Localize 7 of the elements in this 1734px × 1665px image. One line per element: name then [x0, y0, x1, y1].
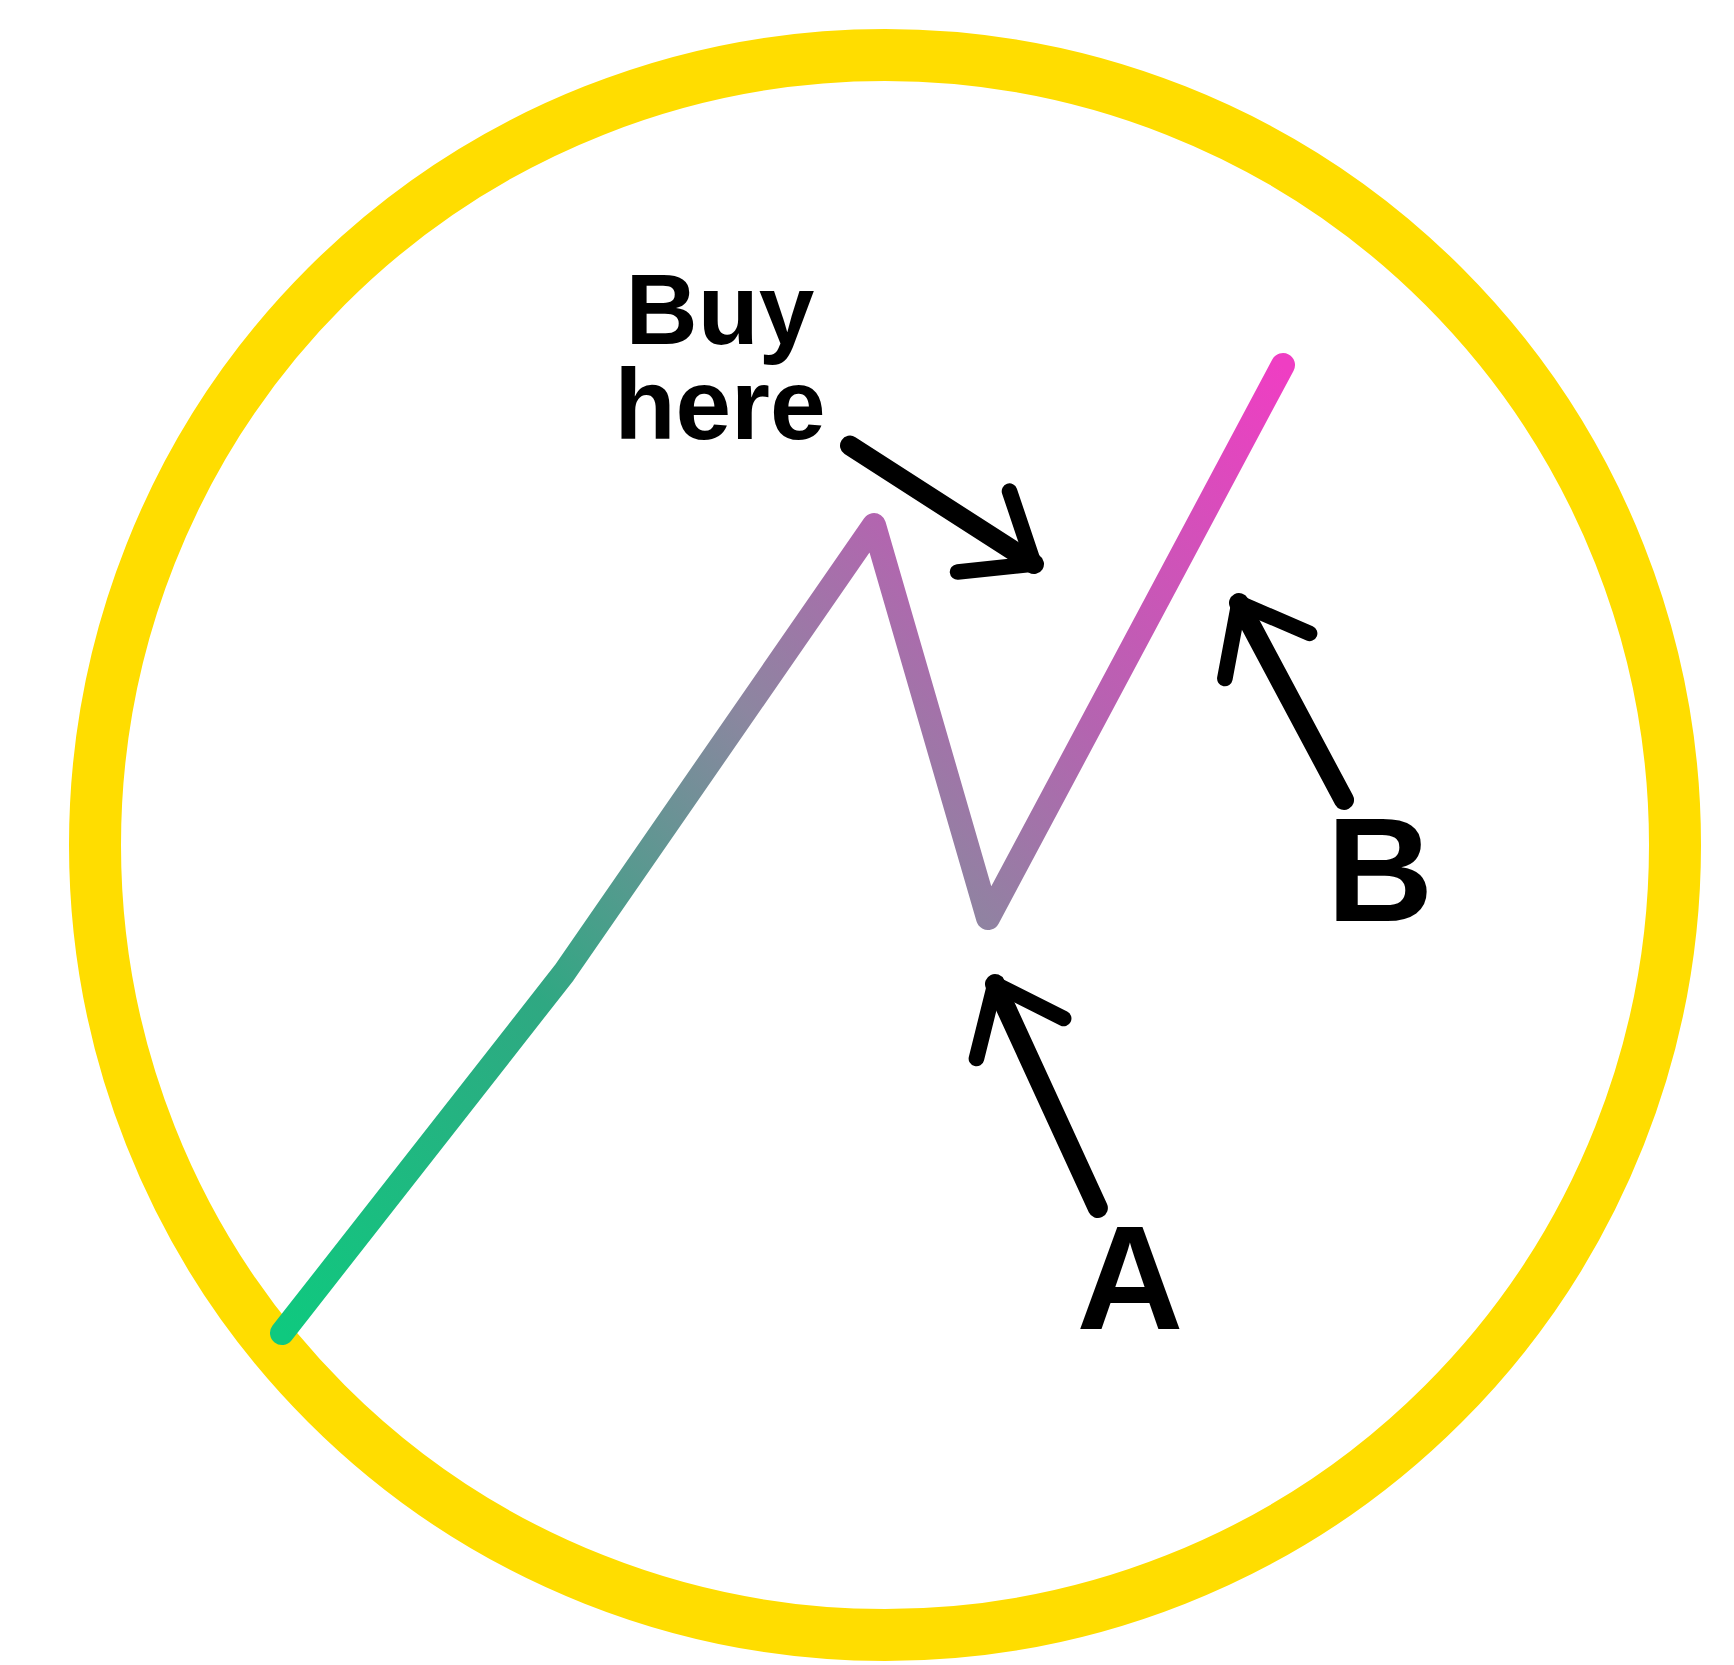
annotation-label: Buy here	[613, 262, 827, 452]
annotation-label: B	[1325, 800, 1435, 941]
highlight-circle	[69, 29, 1701, 1661]
leader-arrow	[968, 974, 1108, 1218]
leader-arrow	[1217, 593, 1354, 810]
annotation-label: A	[1075, 1208, 1185, 1349]
leader-arrow	[840, 435, 1044, 580]
